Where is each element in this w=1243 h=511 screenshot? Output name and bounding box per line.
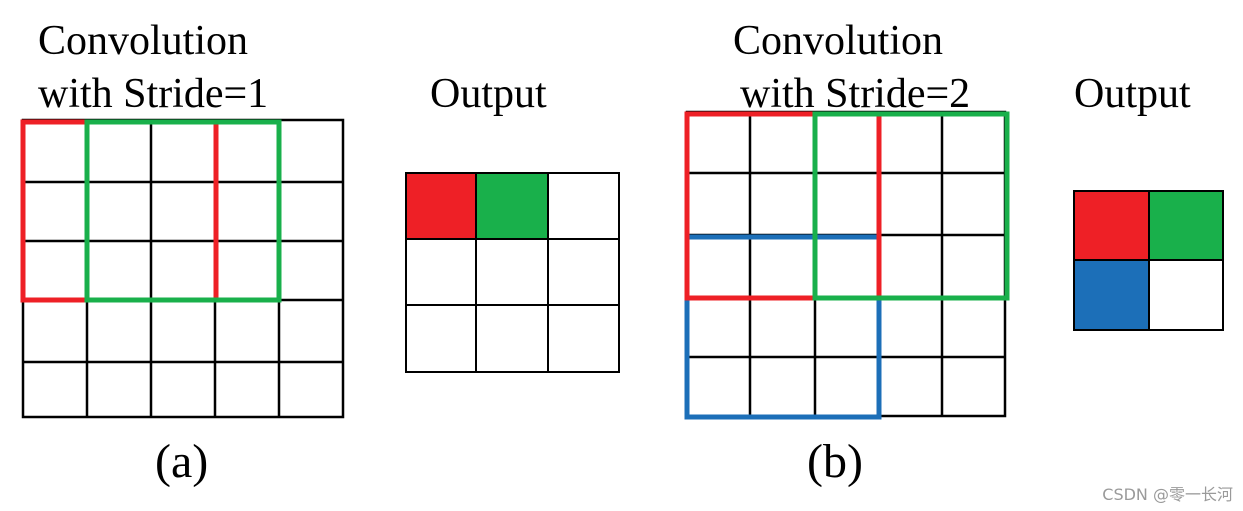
panel-b-title-line2: with Stride=2	[740, 71, 971, 117]
panel-b-title-line1: Convolution	[733, 18, 944, 64]
output-cell-green-a	[476, 173, 548, 239]
output-grid-a	[405, 172, 620, 373]
kernel-window-green-a	[84, 119, 282, 303]
kernel-window-green-b	[812, 111, 1010, 301]
kernel-window-blue-b	[684, 234, 882, 420]
panel-a-title-line2: with Stride=1	[38, 71, 269, 117]
panel-a-output-label: Output	[430, 71, 547, 117]
panel-a-title-line1: Convolution	[38, 18, 249, 64]
panel-a-caption: (a)	[155, 435, 209, 488]
kernel-window-red-b	[684, 111, 882, 301]
kernel-window-red-a	[20, 119, 219, 303]
output-cell-red-b	[1074, 191, 1149, 260]
input-grid-a	[21, 118, 345, 419]
output-cell-blue-b	[1074, 260, 1149, 330]
panel-b-caption: (b)	[807, 435, 863, 488]
input-grid-b	[685, 110, 1007, 418]
output-grid-b	[1073, 190, 1224, 331]
output-cell-green-b	[1149, 191, 1223, 260]
panel-b-output-label: Output	[1074, 71, 1191, 117]
watermark: CSDN @零一长河	[1102, 485, 1233, 504]
output-cell-red-a	[406, 173, 476, 239]
